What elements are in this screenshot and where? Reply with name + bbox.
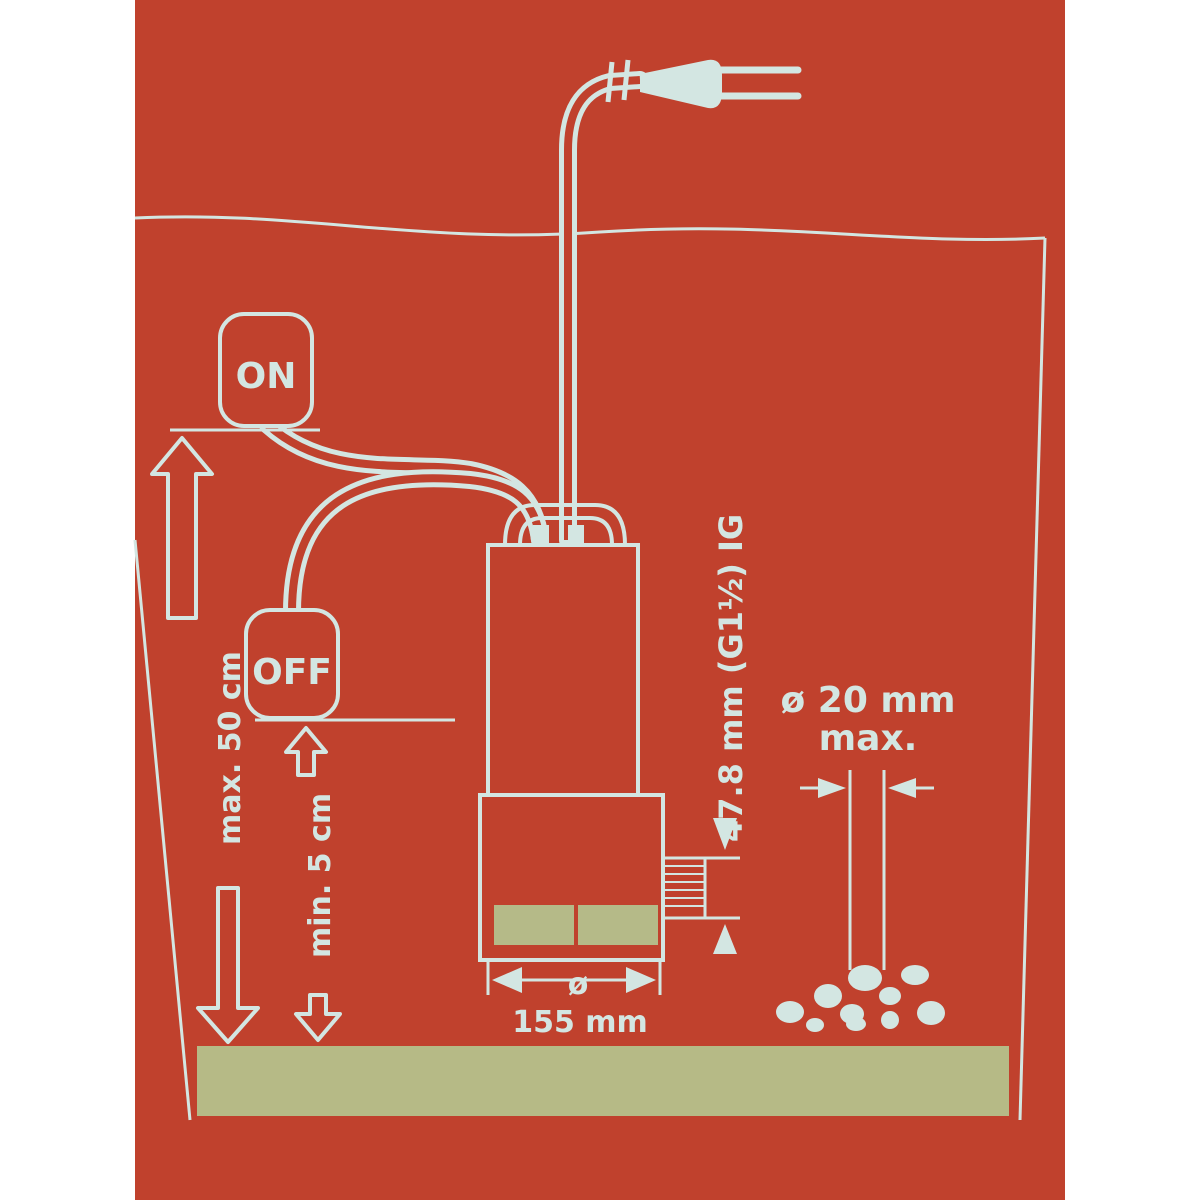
- outlet-size-label: 47.8 mm (G1½) IG: [712, 514, 750, 842]
- outlet-arrow-top: [713, 818, 737, 850]
- max-level-label: max. 50 cm: [213, 651, 248, 845]
- float-switch-off: OFF: [244, 608, 340, 720]
- plug-icon: [605, 59, 802, 109]
- min-level-label: min. 5 cm: [303, 793, 338, 958]
- float-switch-on: ON: [218, 312, 314, 428]
- float-on-label: ON: [236, 356, 297, 397]
- right-margin: [1065, 0, 1200, 1200]
- pump-diameter-dimension: ø 155 mm: [486, 962, 662, 1040]
- particle-size-indicator: [800, 770, 934, 970]
- float-cable-off-inner: [288, 474, 544, 613]
- min-level-arrow-up: [284, 726, 328, 777]
- particle-size-note: max.: [819, 718, 918, 759]
- container-left-wall: [133, 539, 192, 1121]
- diameter-symbol: ø: [568, 967, 589, 1002]
- pebbles-icon: [776, 965, 945, 1032]
- container-floor: [197, 1046, 1009, 1116]
- pump-outlet-thread: [661, 856, 707, 920]
- max-level-arrow-down: [196, 886, 260, 1044]
- container-right-wall: [1018, 237, 1047, 1121]
- pump-body: [478, 503, 665, 962]
- outlet-arrow-bottom: [713, 924, 737, 954]
- left-margin: [0, 0, 135, 1200]
- pump-foot-left: [494, 905, 574, 945]
- min-level-arrow-down: [294, 993, 342, 1042]
- pump-diameter-label: 155 mm: [512, 1005, 648, 1040]
- max-level-arrow-up: [150, 436, 214, 620]
- pump-foot-right: [578, 905, 658, 945]
- float-off-label: OFF: [252, 652, 332, 693]
- outlet-dimension: 47.8 mm (G1½) IG: [705, 514, 750, 954]
- particle-size-label: ø 20 mm: [781, 680, 956, 721]
- power-cable-inner: [564, 76, 641, 540]
- water-surface-line: [134, 215, 1046, 242]
